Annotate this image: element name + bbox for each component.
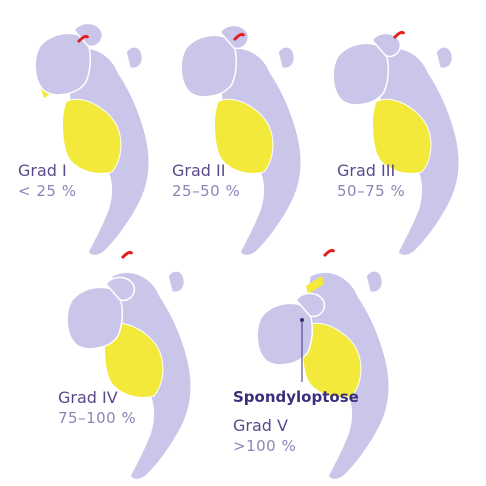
facet-joint (76, 34, 90, 44)
grade-v-range: >100 % (233, 437, 297, 455)
facet-joint (232, 32, 246, 42)
pointer-dot (300, 318, 304, 322)
grade-iv-label: Grad IV (58, 388, 118, 407)
grade-v-figure (256, 248, 391, 481)
facet-joint (120, 250, 134, 260)
grade-iv-range: 75–100 % (58, 409, 137, 427)
grade-iv-figure (66, 250, 193, 481)
grade-ii-figure (180, 24, 303, 257)
sacral-ala (302, 322, 362, 398)
facet-joint (392, 30, 406, 40)
spondyloptose-term: Spondyloptose (233, 388, 359, 406)
grade-i-range: < 25 % (18, 182, 77, 200)
sacral-ala (214, 98, 274, 174)
grade-ii-label: Grad II (172, 161, 226, 180)
grade-i-figure (34, 22, 151, 257)
sacral-ala (62, 98, 122, 174)
intervertebral-disc (306, 276, 324, 294)
grade-iii-label: Grad III (337, 161, 396, 180)
grade-iii-figure (332, 30, 461, 257)
grade-ii-range: 25–50 % (172, 182, 241, 200)
sacral-ala (372, 98, 432, 174)
facet-joint (322, 248, 336, 258)
grade-v-label: Grad V (233, 416, 288, 435)
grade-iii-range: 50–75 % (337, 182, 406, 200)
grade-i-label: Grad I (18, 161, 67, 180)
sacral-ala (104, 322, 164, 398)
